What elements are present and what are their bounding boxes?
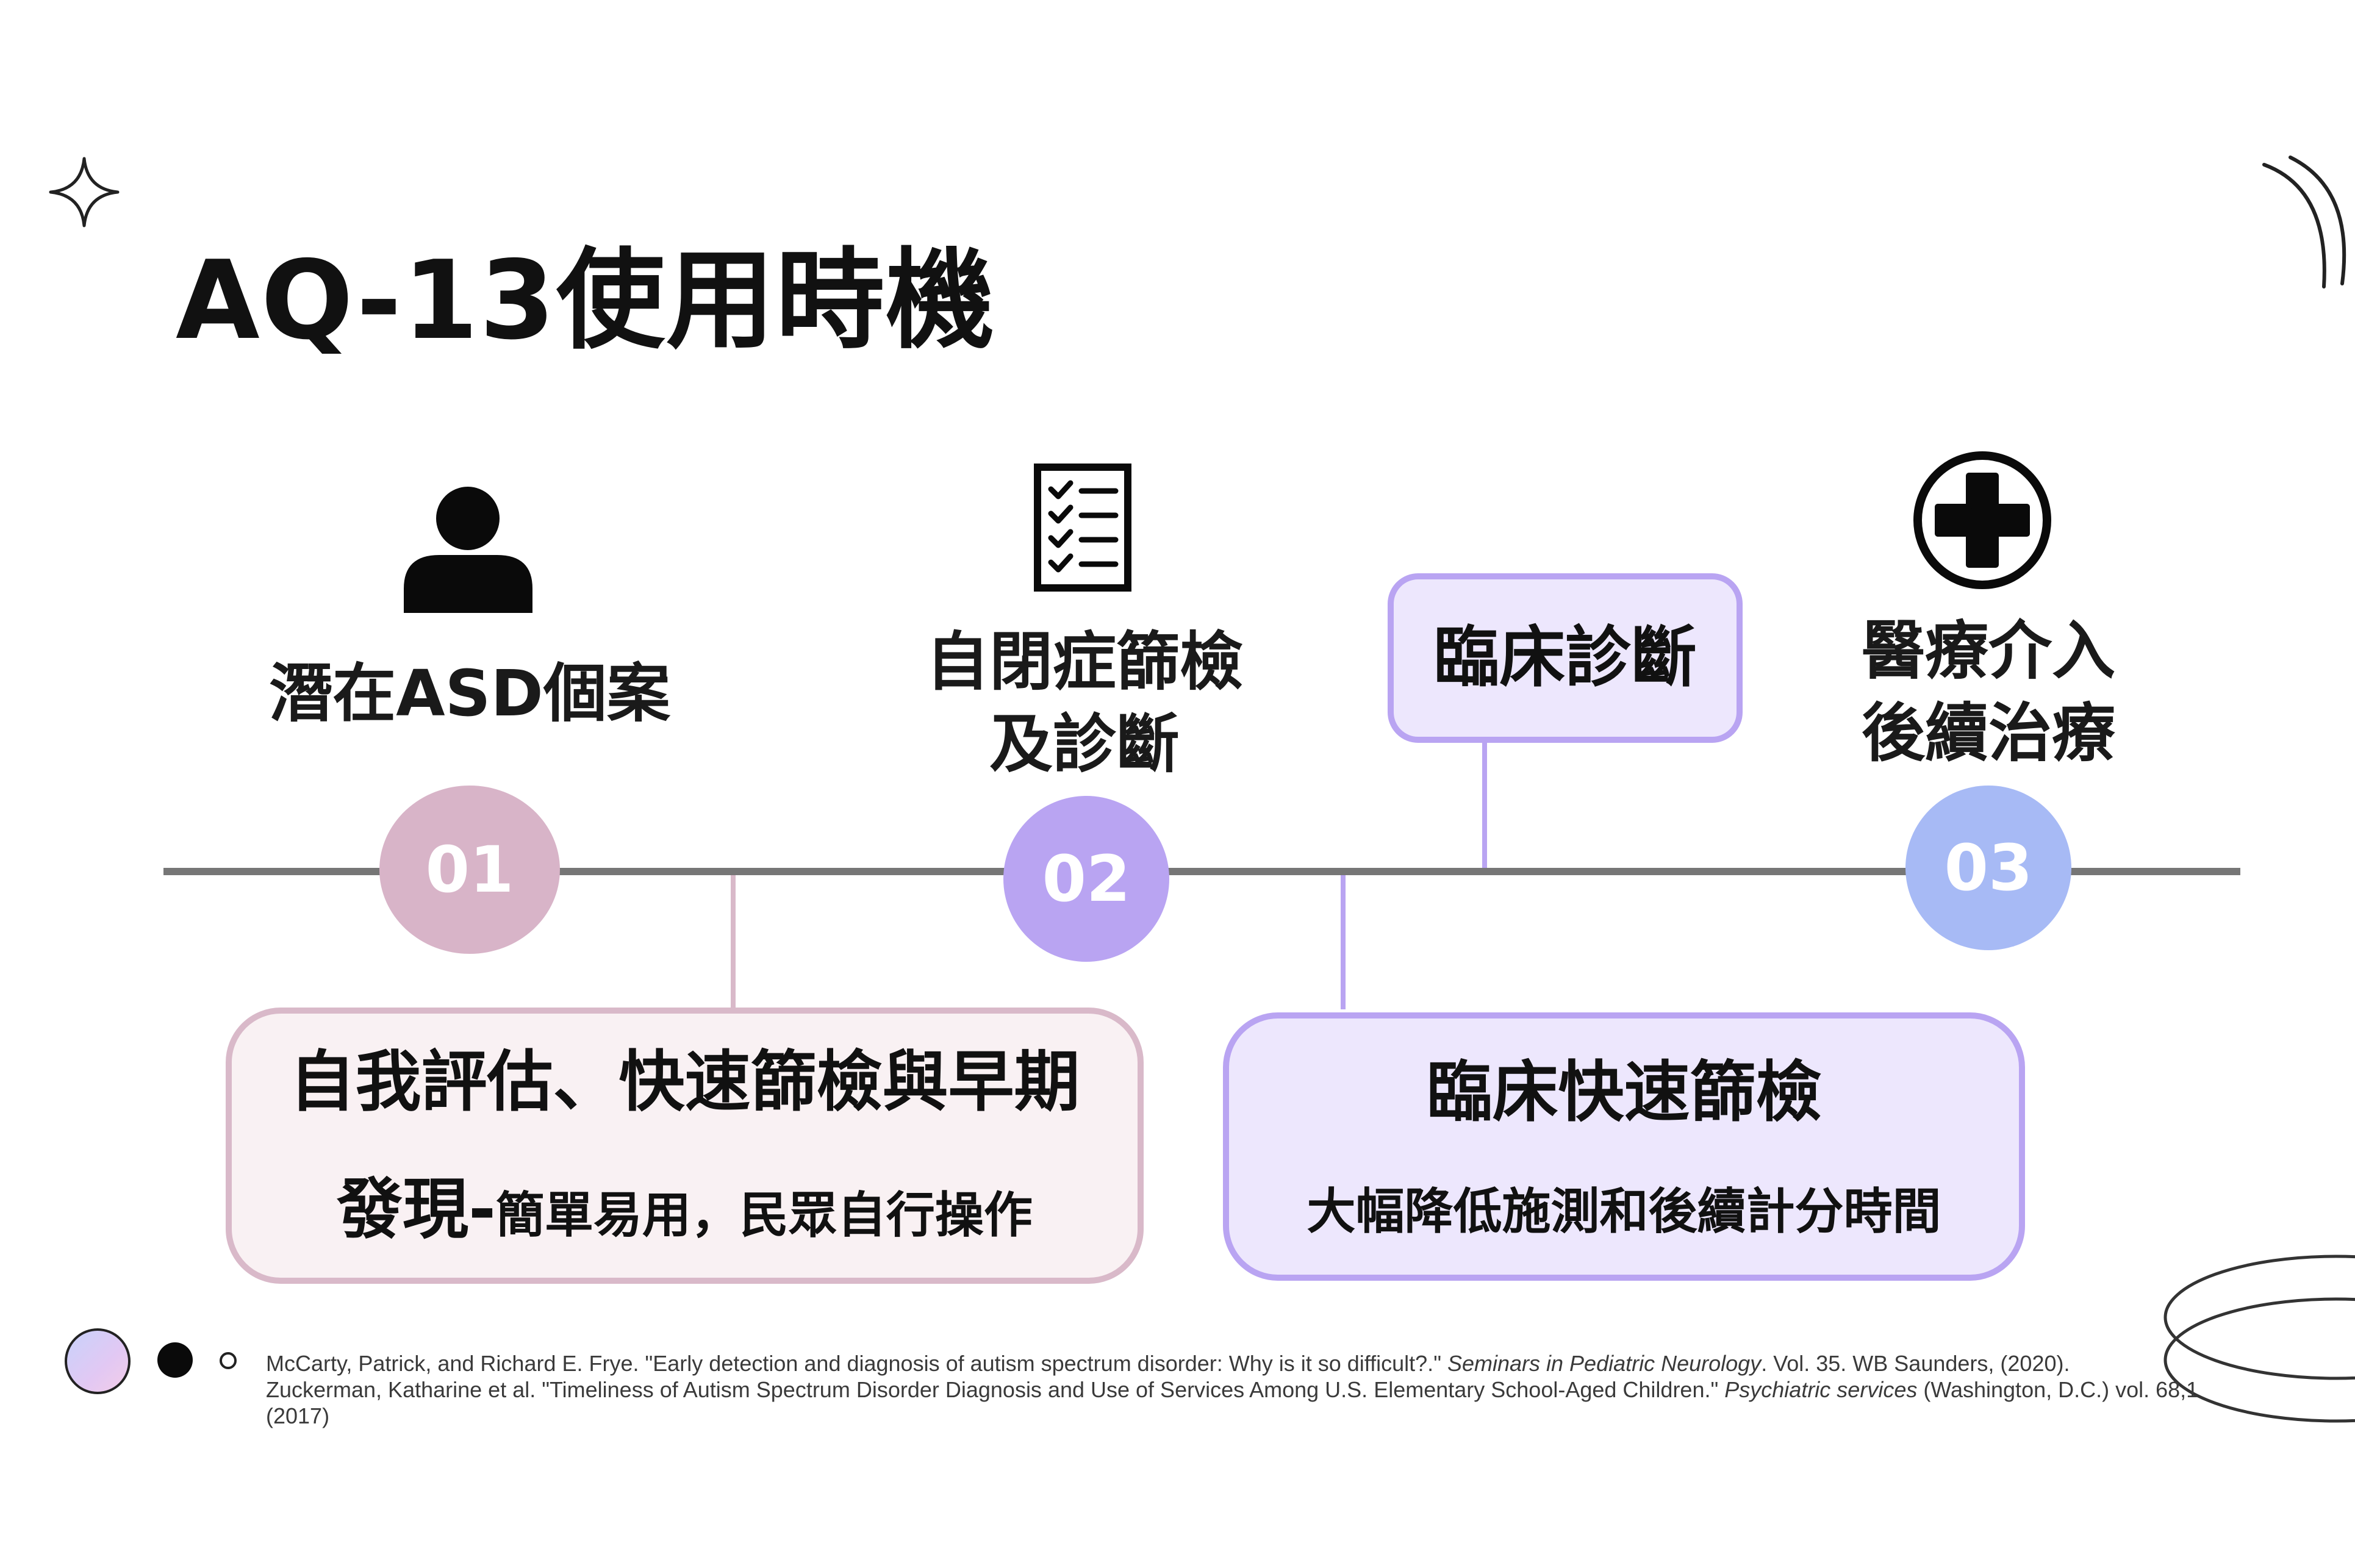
step-1-label: 潛在ASD個案 — [220, 653, 720, 735]
step-3-circle: 03 — [1905, 786, 2071, 950]
gradient-dot-icon — [65, 1328, 131, 1394]
self-screening-box: 自我評估、快速篩檢與早期 發現-簡單易用，民眾自行操作 — [226, 1008, 1144, 1284]
clinical-diagnosis-callout: 臨床診斷 — [1388, 573, 1743, 743]
self-screening-sub: 發現-簡單易用，民眾自行操作 — [337, 1156, 1033, 1251]
sparkle-star-icon — [49, 157, 120, 227]
connector-clinical-diagnosis — [1482, 741, 1487, 868]
decorative-ellipses-icon — [2163, 1255, 2355, 1423]
step-2-circle: 02 — [1003, 796, 1169, 962]
citation-1-journal: Seminars in Pediatric Neurology — [1447, 1351, 1762, 1376]
self-screening-heading: 自我評估、快速篩檢與早期 — [289, 1044, 1080, 1121]
medical-cross-icon — [1913, 451, 2051, 589]
connector-clinical-screening — [1341, 875, 1346, 1009]
citation-2-details: (Washington, D.C.) vol. 68,1 (2017) — [266, 1377, 2199, 1429]
step-2-label-line: 及診斷 — [989, 707, 1180, 782]
step-1-number: 01 — [425, 832, 514, 907]
clinical-diagnosis-text: 臨床診斷 — [1433, 619, 1697, 696]
step-3-label-line: 醫療介入 — [1861, 614, 2115, 688]
decorative-arcs-icon — [2262, 156, 2346, 288]
step-2-label: 自閉症篩檢 及診斷 — [841, 621, 1328, 786]
black-dot-icon — [157, 1342, 193, 1378]
small-ring-icon — [220, 1352, 237, 1369]
person-icon — [404, 487, 532, 613]
step-3-number: 03 — [1944, 831, 2033, 905]
step-1-circle: 01 — [379, 786, 560, 954]
citation-1: McCarty, Patrick, and Richard E. Frye. "… — [266, 1350, 2218, 1376]
step-2-number: 02 — [1042, 842, 1131, 916]
citation-1-details: . Vol. 35. WB Saunders, (2020). — [1761, 1351, 2070, 1376]
step-2-label-line: 自閉症篩檢 — [925, 625, 1243, 699]
checklist-icon — [1034, 464, 1131, 592]
step-3-label: 醫療介入 後續治療 — [1726, 610, 2251, 775]
clinical-screening-sub: 大幅降低施測和後續計分時間 — [1307, 1183, 1941, 1240]
clinical-screening-box: 臨床快速篩檢 大幅降低施測和後續計分時間 — [1223, 1012, 2025, 1281]
citation-2-authors: Zuckerman, Katharine et al. "Timeliness … — [266, 1377, 1725, 1403]
step-1-label-line: 潛在ASD個案 — [269, 656, 670, 731]
citations: McCarty, Patrick, and Richard E. Frye. "… — [266, 1350, 2218, 1430]
citation-1-authors: McCarty, Patrick, and Richard E. Frye. "… — [266, 1351, 1447, 1376]
clinical-screening-heading: 臨床快速篩檢 — [1426, 1054, 1822, 1131]
connector-self-screening — [731, 875, 736, 1009]
slide-title: AQ-13使用時機 — [176, 237, 995, 363]
citation-2-journal: Psychiatric services — [1724, 1377, 1918, 1403]
step-3-label-line: 後續治療 — [1861, 696, 2115, 771]
self-screening-sub-rest: 簡單易用，民眾自行操作 — [495, 1186, 1033, 1244]
citation-2: Zuckerman, Katharine et al. "Timeliness … — [266, 1376, 2218, 1429]
self-screening-sub-bold: 發現- — [337, 1171, 496, 1248]
timeline-line — [163, 868, 2240, 875]
